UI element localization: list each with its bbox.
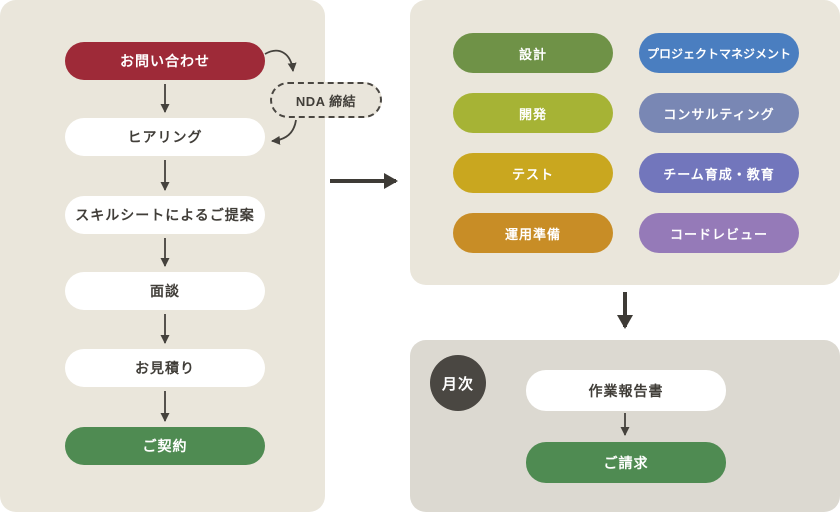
service-development: 開発 [453,93,613,133]
step-hearing: ヒアリング [65,118,265,156]
step-invoice: ご請求 [526,442,726,483]
monthly-badge: 月次 [430,355,486,411]
service-design: 設計 [453,33,613,73]
service-operation-prep: 運用準備 [453,213,613,253]
step-estimate: お見積り [65,349,265,387]
services-panel: 設計 プロジェクトマネジメント 開発 コンサルティング テスト チーム育成・教育… [410,0,840,285]
step-work-report: 作業報告書 [526,370,726,411]
step-contract: ご契約 [65,427,265,465]
service-project-management: プロジェクトマネジメント [639,33,799,73]
step-contact: お問い合わせ [65,42,265,80]
service-consulting: コンサルティング [639,93,799,133]
step-proposal: スキルシートによるご提案 [65,196,265,234]
monthly-billing-panel: 月次 作業報告書 ご請求 [410,340,840,512]
service-test: テスト [453,153,613,193]
inquiry-flow-panel: お問い合わせ ヒアリング スキルシートによるご提案 面談 お見積り ご契約 [0,0,325,512]
service-code-review: コードレビュー [639,213,799,253]
step-interview: 面談 [65,272,265,310]
service-team-education: チーム育成・教育 [639,153,799,193]
nda-step: NDA 締結 [270,82,382,118]
